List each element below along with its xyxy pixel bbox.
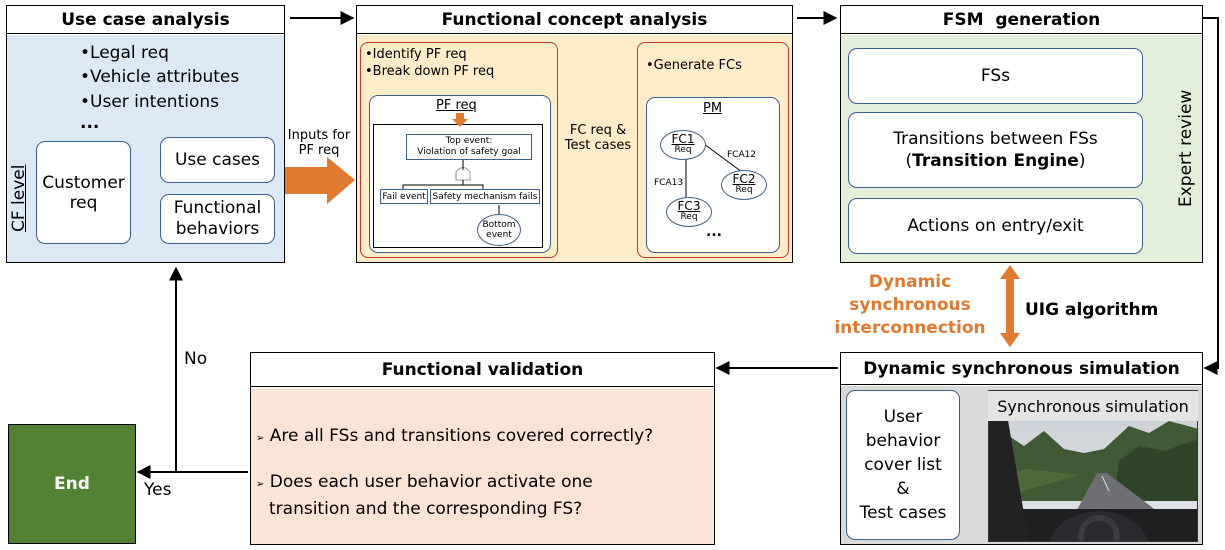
dynamic-line3: interconnection (834, 318, 986, 338)
pf-orange-arrow (452, 113, 468, 127)
functional-behaviors-box: Functional behaviors (160, 194, 275, 244)
use-case-title: Use case analysis (7, 6, 284, 34)
fail-event-box: Fail event (380, 189, 428, 204)
fca12-label: FCA12 (727, 150, 757, 160)
top-event-line1: Top event: (445, 136, 493, 146)
cover-line5: Test cases (859, 503, 947, 523)
bullet-generate: •Generate FCs (646, 58, 742, 73)
no-label: No (184, 349, 208, 369)
cover-line2: behavior (865, 431, 941, 451)
dynamic-line2: synchronous (849, 295, 971, 315)
cover-list-box: User behavior cover list & Test cases (846, 390, 960, 540)
fc1-req: Req (674, 145, 692, 155)
transitions-line2: (Transition Engine) (905, 151, 1086, 171)
validation-q2: ➢ Does each user behavior activate one t… (256, 470, 593, 522)
use-cases-box: Use cases (160, 137, 275, 183)
fc1-label: FC1 (671, 132, 695, 146)
pm-links (685, 143, 743, 197)
dynamic-double-arrow (1000, 265, 1020, 347)
cover-line3: cover list (864, 455, 942, 475)
top-event-line2: Violation of safety goal (417, 147, 521, 157)
bullet-legal: •Legal req (80, 43, 169, 63)
end-box: End (8, 424, 136, 544)
bottom-event-line2: event (486, 230, 512, 240)
cf-level-label: CF level (9, 164, 29, 232)
fca13-label: FCA13 (654, 178, 684, 188)
sync-sim-title: Synchronous simulation (988, 391, 1198, 421)
validation-body (251, 388, 714, 544)
top-event-box: Top event: Violation of safety goal (406, 134, 532, 160)
validation-q1: ➢ Are all FSs and transitions covered co… (256, 426, 654, 446)
pm-title: PM (703, 101, 723, 116)
bullet-identify: •Identify PF req (365, 47, 467, 62)
fault-tree-diagram (402, 113, 500, 214)
fc2-req: Req (735, 185, 753, 195)
bullet-vehicle: •Vehicle attributes (80, 67, 240, 87)
fc3-label: FC3 (677, 199, 701, 213)
customer-req-line1: Customer (42, 172, 125, 193)
bottom-event-circle: Bottom event (477, 214, 521, 246)
fc-outer-box (637, 42, 789, 258)
validation-title: Functional validation (251, 353, 714, 387)
transitions-line1: Transitions between FSs (893, 129, 1098, 149)
link-fc1-fc2 (703, 143, 743, 173)
bottom-event-line1: Bottom (482, 220, 516, 230)
transitions-box: Transitions between FSs (Transition Engi… (848, 112, 1143, 188)
and-gate (455, 167, 471, 181)
inputs-label-line2: PF req (298, 143, 340, 158)
transition-engine: Transition Engine (912, 151, 1079, 171)
fc2-label: FC2 (732, 172, 756, 186)
inputs-label-line1: Inputs for (287, 128, 351, 143)
fss-box: FSs (848, 48, 1143, 104)
fc3-node: FC3 Req (666, 197, 712, 227)
cover-line1: User (883, 407, 923, 427)
uig-label: UIG algorithm (1025, 300, 1159, 320)
cover-line4: & (896, 479, 910, 499)
arrow-fsm-to-simulation (1203, 17, 1219, 375)
fc-req-label-line1: FC req & (569, 123, 627, 138)
fc-req-label: FC req & Test cases (558, 123, 638, 153)
dynamic-label: Dynamic synchronous interconnection (820, 271, 1000, 340)
inputs-arrow (283, 157, 355, 204)
safety-mechanism-box: Safety mechanism fails (430, 189, 540, 204)
fc-req-label-line2: Test cases (564, 138, 632, 153)
customer-req-box: Customer req (36, 141, 131, 244)
bullet-user: •User intentions (80, 92, 220, 112)
fc1-node: FC1 Req (660, 130, 706, 160)
functional-behaviors-line2: behaviors (175, 219, 260, 239)
fc3-req: Req (680, 212, 698, 222)
functional-behaviors-line1: Functional (173, 198, 262, 218)
expert-review-label: Expert review (1176, 89, 1196, 207)
validation-q2-line1: Does each user behavior activate one (269, 472, 593, 492)
customer-req-line2: req (69, 192, 98, 213)
validation-q2-line2: transition and the corresponding FS? (269, 499, 583, 519)
fc2-node: FC2 Req (721, 170, 767, 200)
yes-label: Yes (144, 480, 172, 500)
simulation-title: Dynamic synchronous simulation (841, 353, 1202, 385)
pm-box (646, 97, 780, 253)
actions-box: Actions on entry/exit (848, 198, 1143, 254)
validation-panel: Functional validation (250, 352, 715, 545)
dynamic-line1: Dynamic (868, 272, 952, 292)
fsm-title: FSM generation (841, 6, 1202, 34)
tree-line-branch (402, 184, 484, 190)
inputs-label: Inputs for PF req (286, 128, 352, 158)
bullet-breakdown: •Break down PF req (365, 64, 495, 79)
concept-title: Functional concept analysis (357, 6, 792, 34)
pf-req-title: PF req (436, 98, 477, 113)
bullet-ellipsis: ... (80, 113, 100, 133)
pm-ellipsis: ... (706, 224, 722, 240)
pf-outer-box (360, 42, 558, 258)
